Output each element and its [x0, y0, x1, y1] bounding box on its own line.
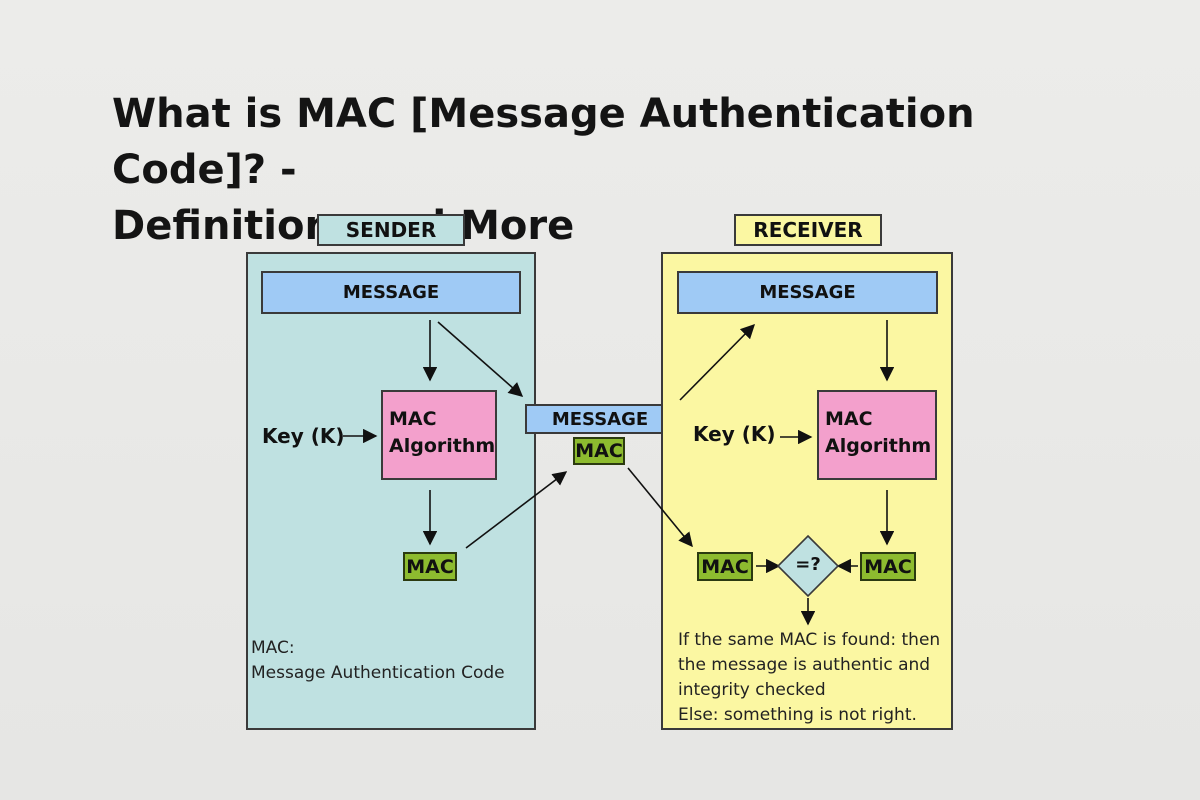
- compare-diamond: [776, 534, 840, 598]
- receiver-note-line-2: the message is authentic and: [678, 655, 931, 675]
- compare-label: =?: [795, 554, 821, 575]
- receiver-label: RECEIVER: [734, 214, 882, 246]
- title-line-1: What is MAC [Message Authentication Code…: [112, 91, 975, 193]
- sender-algorithm-line-1: MAC: [389, 408, 437, 430]
- page-title: What is MAC [Message Authentication Code…: [112, 86, 1112, 254]
- receiver-algorithm-line-1: MAC: [825, 408, 873, 430]
- receiver-panel: [661, 252, 953, 730]
- receiver-mac-algorithm-box: MAC Algorithm: [817, 390, 937, 480]
- arrow-sender-message-to-transit: [437, 321, 524, 397]
- arrow-transit-mac-to-receiver-mac: [627, 467, 693, 548]
- sender-panel: [246, 252, 536, 730]
- transit-message-box: MESSAGE: [525, 404, 675, 434]
- sender-note-line-2: Message Authentication Code: [251, 663, 505, 683]
- receiver-key-label: Key (K): [693, 422, 776, 446]
- receiver-note-line-3: integrity checked: [678, 680, 826, 700]
- sender-mac-algorithm-box: MAC Algorithm: [381, 390, 497, 480]
- sender-label: SENDER: [317, 214, 465, 246]
- transit-mac-box: MAC: [573, 437, 625, 465]
- arrow-sender-mac-to-transit: [465, 471, 568, 549]
- receiver-mac-computed-box: MAC: [860, 552, 916, 581]
- receiver-note-line-1: If the same MAC is found: then: [678, 630, 941, 650]
- sender-algorithm-line-2: Algorithm: [389, 435, 496, 457]
- sender-note: MAC: Message Authentication Code: [251, 636, 505, 686]
- sender-mac-box: MAC: [403, 552, 457, 581]
- sender-message-box: MESSAGE: [261, 271, 521, 314]
- receiver-algorithm-line-2: Algorithm: [825, 435, 932, 457]
- receiver-message-box: MESSAGE: [677, 271, 938, 314]
- sender-note-line-1: MAC:: [251, 638, 295, 658]
- receiver-mac-received-box: MAC: [697, 552, 753, 581]
- receiver-note-line-4: Else: something is not right.: [678, 705, 917, 725]
- receiver-note: If the same MAC is found: then the messa…: [678, 628, 940, 728]
- arrow-transit-to-receiver-message: [679, 323, 756, 401]
- sender-key-label: Key (K): [262, 424, 345, 448]
